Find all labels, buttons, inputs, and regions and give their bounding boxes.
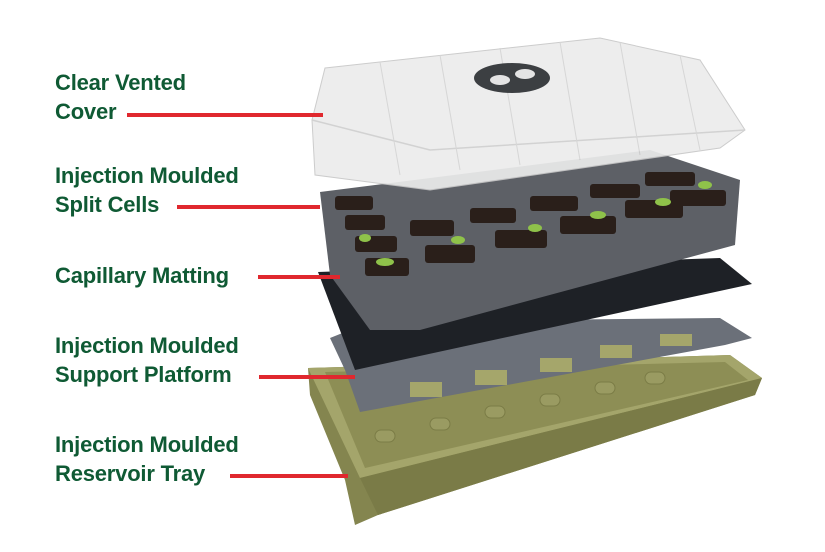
leader-line-cells [177,205,320,209]
label-line-1: Injection Moulded [55,163,239,188]
leader-line-tray [230,474,348,478]
label-line-1: Clear Vented [55,70,186,95]
leader-line-matting [258,275,340,279]
vented-cover-illustration [311,37,746,191]
leader-line-platform [259,375,355,379]
label-support-platform: Injection Moulded Support Platform [55,331,239,389]
label-split-cells: Injection Moulded Split Cells [55,161,239,219]
leader-line-cover [127,113,323,117]
label-line-2: Cover [55,99,117,124]
split-cells-illustration [320,150,740,330]
vent-disc-icon [474,63,550,93]
label-line-2: Support Platform [55,362,232,387]
label-capillary-matting: Capillary Matting [55,261,229,290]
label-line-1: Capillary Matting [55,263,229,288]
label-line-1: Injection Moulded [55,333,239,358]
label-line-1: Injection Moulded [55,432,239,457]
label-clear-vented-cover: Clear Vented Cover [55,68,186,126]
label-reservoir-tray: Injection Moulded Reservoir Tray [55,430,239,488]
label-line-2: Reservoir Tray [55,461,206,486]
label-line-2: Split Cells [55,192,160,217]
